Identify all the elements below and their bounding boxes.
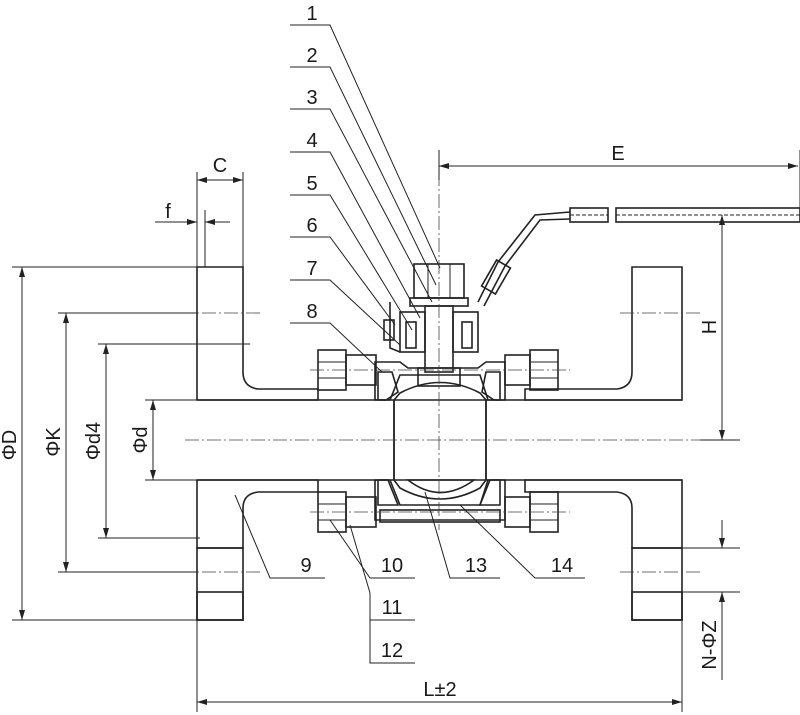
part-number: 1 (306, 3, 317, 25)
dim-D: ΦD (0, 430, 21, 460)
part-number: 6 (306, 215, 317, 237)
part-leaders (234, 24, 585, 664)
part-number: 7 (306, 258, 317, 280)
part-number: 13 (465, 555, 487, 577)
dim-d: Φd (130, 426, 152, 453)
part-number: 12 (381, 640, 403, 662)
part-number: 4 (306, 130, 317, 152)
dimension-lines (12, 150, 800, 712)
dim-d4: Φd4 (83, 422, 105, 460)
stem-assembly (383, 207, 800, 387)
part-number: 5 (306, 173, 317, 195)
part-number: 11 (382, 597, 403, 619)
left-body-upper (196, 266, 319, 401)
dim-E: E (611, 143, 624, 165)
left-body-lower (196, 479, 319, 621)
dim-NZ: N-ΦZ (699, 620, 721, 669)
dim-H: H (699, 320, 721, 334)
part-number: 3 (306, 87, 317, 109)
part-number: 9 (300, 555, 311, 577)
dim-L: L±2 (423, 679, 456, 701)
dimension-labels: ΦD ΦK Φd4 Φd C f E H N-ΦZ L±2 (0, 143, 721, 701)
part-number: 8 (306, 301, 317, 323)
bore (197, 399, 682, 481)
dim-C: C (213, 155, 227, 177)
part-number: 2 (306, 45, 317, 67)
dim-f: f (165, 201, 171, 223)
part-number: 14 (551, 555, 573, 577)
centerlines (180, 150, 700, 573)
right-body-upper (524, 266, 683, 401)
part-number: 10 (381, 555, 403, 577)
right-body-lower (524, 479, 683, 621)
dim-K: ΦK (43, 427, 65, 457)
part-numbers: 1 2 3 4 5 6 7 8 9 10 11 12 13 14 (300, 3, 573, 662)
